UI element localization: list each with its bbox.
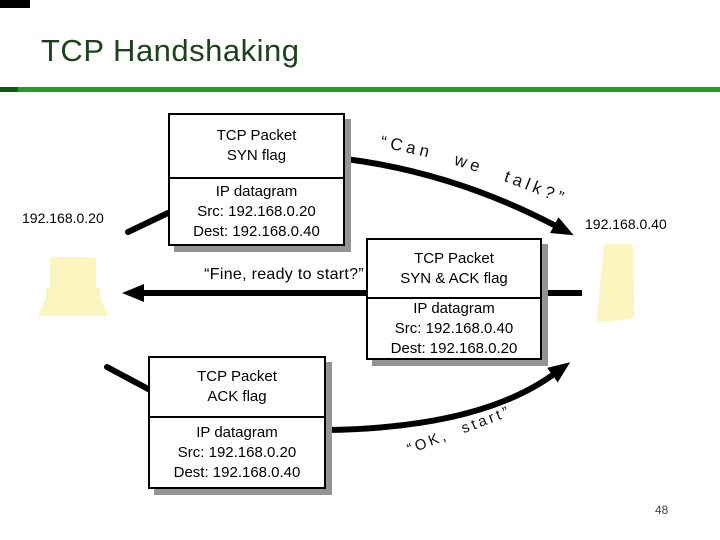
tcp-flag-line: SYN & ACK flag [400, 269, 508, 287]
left-computer-icon [38, 257, 108, 316]
ip-src-line: Src: 192.168.0.20 [177, 443, 297, 461]
slide-page-number: 48 [655, 503, 669, 517]
ip-dest-line: Dest: 192.168.0.40 [193, 222, 320, 240]
syn-ack-message-label: “Fine, ready to start?” [204, 266, 364, 283]
corner-accent-bar [0, 0, 30, 8]
ack-ip-section: IP datagram Src: 192.168.0.20 Dest: 192.… [150, 418, 324, 487]
syn-ip-section: IP datagram Src: 192.168.0.20 Dest: 192.… [170, 179, 343, 244]
ack-tcp-section: TCP Packet ACK flag [150, 358, 324, 418]
tcp-packet-line: TCP Packet [216, 127, 297, 144]
syn-ack-ip-section: IP datagram Src: 192.168.0.40 Dest: 192.… [368, 299, 540, 358]
syn-ack-tcp-section: TCP Packet SYN & ACK flag [368, 240, 540, 299]
ip-src-line: Src: 192.168.0.20 [197, 202, 316, 220]
right-host-ip-label: 192.168.0.40 [585, 216, 667, 232]
syn-packet-box: TCP Packet SYN flag IP datagram Src: 192… [168, 113, 345, 246]
ack-message-label: “OK, start” [405, 403, 514, 458]
right-computer-icon [597, 244, 634, 323]
ip-dest-line: Dest: 192.168.0.40 [173, 463, 301, 481]
syn-tcp-section: TCP Packet SYN flag [170, 115, 343, 179]
left-host-connector-top [125, 210, 171, 235]
ip-dest-line: Dest: 192.168.0.20 [390, 339, 518, 357]
ip-datagram-line: IP datagram [215, 182, 298, 200]
syn-arrow [345, 156, 574, 236]
slide-title: TCP Handshaking [41, 33, 300, 68]
tcp-packet-line: TCP Packet [197, 368, 277, 385]
ack-arrow [325, 362, 571, 433]
tcp-flag-line: ACK flag [207, 388, 267, 405]
tcp-packet-line: TCP Packet [414, 249, 494, 267]
ip-datagram-line: IP datagram [413, 299, 495, 317]
ack-packet-box: TCP Packet ACK flag IP datagram Src: 192… [148, 356, 326, 489]
left-host-ip-label: 192.168.0.20 [22, 210, 104, 226]
syn-ack-packet-box: TCP Packet SYN & ACK flag IP datagram Sr… [366, 238, 542, 360]
ip-src-line: Src: 192.168.0.40 [394, 319, 514, 337]
tcp-flag-line: SYN flag [226, 147, 287, 164]
left-host-connector-bottom [104, 364, 153, 393]
title-underline-cap [0, 87, 18, 92]
title-underline [0, 87, 720, 92]
ip-datagram-line: IP datagram [196, 423, 278, 441]
